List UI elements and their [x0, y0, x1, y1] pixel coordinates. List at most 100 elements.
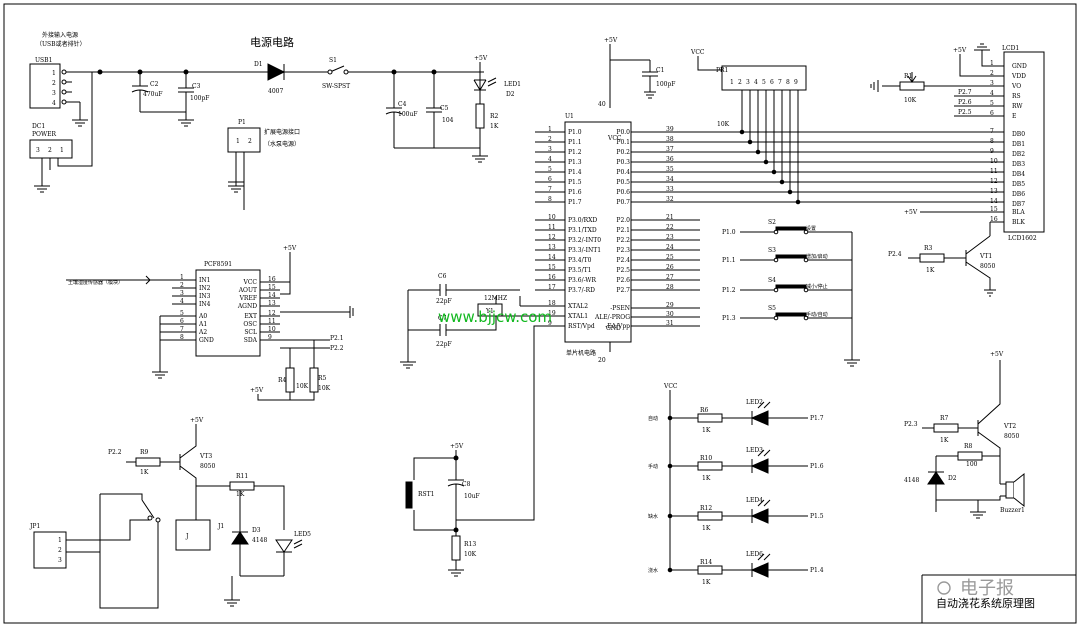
mcu-left-pin-name: P3.3/-INT1	[568, 247, 601, 254]
mcu-right-pin-num: 38	[666, 136, 674, 143]
lcd-model: LCD1602	[1008, 235, 1037, 242]
mcu-right-pin-num: 22	[666, 224, 674, 231]
lcd-pin-num: 4	[990, 90, 994, 97]
c4-capacitor	[385, 72, 480, 149]
junction	[667, 513, 673, 519]
r7-resistor	[933, 423, 959, 433]
led-r-val: 1K	[702, 525, 711, 532]
lcd-pin-num: 11	[990, 168, 998, 175]
p1-label2: （水泵电源）	[264, 140, 300, 148]
led-resistor	[697, 565, 723, 575]
r13-resistor	[451, 535, 461, 561]
buzzer	[1005, 481, 1015, 499]
adc-right-pin-name: AOUT	[238, 287, 257, 294]
lcd-pin-num: 12	[990, 178, 998, 185]
r4-resistor	[285, 367, 295, 393]
mcu-left-pin-name: P3.0/RXD	[568, 217, 597, 224]
lcd-pin-num: 5	[990, 100, 994, 107]
led-diode	[750, 410, 769, 426]
mcu-left-pin-name: P1.4	[568, 169, 582, 176]
led-resistor	[697, 511, 723, 521]
lcd-pin-name: DB5	[1012, 181, 1025, 188]
mcu-right-pin-num: 28	[666, 284, 674, 291]
bz-5v: +5V	[990, 351, 1004, 358]
adc-scl-net: P2.1	[330, 335, 344, 342]
rpack-pin: 6	[770, 79, 774, 86]
mcu-right-pin-name: ALE/-PROG	[594, 314, 630, 321]
c5-ref: C5	[440, 105, 449, 112]
mcu-left-pin-name: P3.7/-RD	[568, 287, 595, 294]
lcd-pin-num: 2	[990, 70, 994, 77]
adc-left-pin-name: IN1	[199, 277, 210, 284]
adc-right-pin-num: 12	[268, 310, 276, 317]
lcd-pin-num: 10	[990, 158, 998, 165]
led-r-ref: R6	[700, 407, 709, 414]
junction	[795, 199, 801, 205]
usb-label2: （USB或者排针）	[36, 40, 86, 48]
c7-capacitor	[408, 316, 497, 336]
mcu-left-pin-name: P1.6	[568, 189, 582, 196]
mcu-left-pin-num: 12	[548, 234, 556, 241]
r8-resistor	[957, 451, 983, 461]
s1-switch	[284, 65, 484, 73]
mcu-left-pin-name: P3.5/T1	[568, 267, 591, 274]
watermark-url: www.bjjcw.com	[438, 308, 552, 326]
lcd-net-rw: P2.6	[958, 99, 972, 106]
junction	[755, 149, 761, 155]
dc-wires	[41, 72, 93, 182]
mcu-left-pin-name: P3.1/TXD	[568, 227, 597, 234]
key-net: P1.0	[722, 229, 736, 236]
led-r-ref: R10	[700, 455, 712, 462]
adc-left-pin-name: A2	[198, 329, 207, 336]
mcu-left-pin-num: 2	[548, 136, 552, 143]
bz-transistor	[922, 360, 1001, 456]
mcu-pin-vcc: 40	[598, 101, 606, 108]
key-ref: S3	[768, 247, 776, 254]
rpack-pin: 7	[778, 79, 782, 86]
mcu-right-pin-name: P0.0	[616, 129, 630, 136]
key-ref: S4	[768, 277, 776, 284]
led-label: 浇水	[648, 567, 658, 574]
p1-ref: P1	[238, 119, 246, 126]
led5-diode	[275, 539, 293, 553]
mcu-ref: U1	[565, 113, 574, 120]
lcd-5v: +5V	[953, 47, 967, 54]
led-light	[757, 553, 771, 561]
mcu-left-pin-name: P1.0	[568, 129, 582, 136]
mcu-left-pin-name: P1.7	[568, 199, 582, 206]
mcu-left-pin-num: 6	[548, 176, 552, 183]
key-net: P1.2	[722, 287, 736, 294]
adc-right-pin-num: 11	[268, 318, 276, 325]
rpack-vcc: VCC	[690, 49, 705, 56]
relay-net: P2.2	[108, 449, 122, 456]
led-net: P1.4	[810, 567, 824, 574]
mcu-right-pin-num: 36	[666, 156, 674, 163]
vt2-ref: VT2	[1003, 423, 1016, 430]
mcu-left-pin-num: 15	[548, 264, 556, 271]
key-label: 设置	[806, 225, 816, 232]
c5-val: 104	[442, 117, 454, 124]
r2-resistor	[475, 103, 485, 129]
lcd-pin-name: E	[1012, 113, 1016, 120]
key-net: P1.1	[722, 257, 736, 264]
adc-5v: +5V	[283, 245, 297, 252]
mcu-right-pin-num: 31	[666, 320, 674, 327]
mcu-right-pin-name: -PSEN	[610, 305, 630, 312]
adc-right-pin-name: VCC	[242, 279, 257, 286]
r8-ref: R8	[964, 443, 973, 450]
lcd-pin-num: 1	[990, 60, 994, 67]
svg-text:3: 3	[36, 147, 40, 154]
c6-ref: C6	[438, 273, 447, 280]
reset-button	[405, 481, 413, 509]
lcd-pin-num: 8	[990, 138, 994, 145]
usb-label1: 外接输入电源	[42, 31, 78, 39]
mcu-right-pin-name: P2.3	[616, 247, 630, 254]
mcu-right-pin-name: P2.5	[616, 267, 630, 274]
r13-val: 10K	[464, 551, 477, 558]
r2-val: 1K	[490, 123, 499, 130]
key-switch	[775, 284, 807, 289]
bl-5v: +5V	[904, 209, 918, 216]
rpack-pin: 4	[754, 79, 758, 86]
led-r-ref: R12	[700, 505, 712, 512]
